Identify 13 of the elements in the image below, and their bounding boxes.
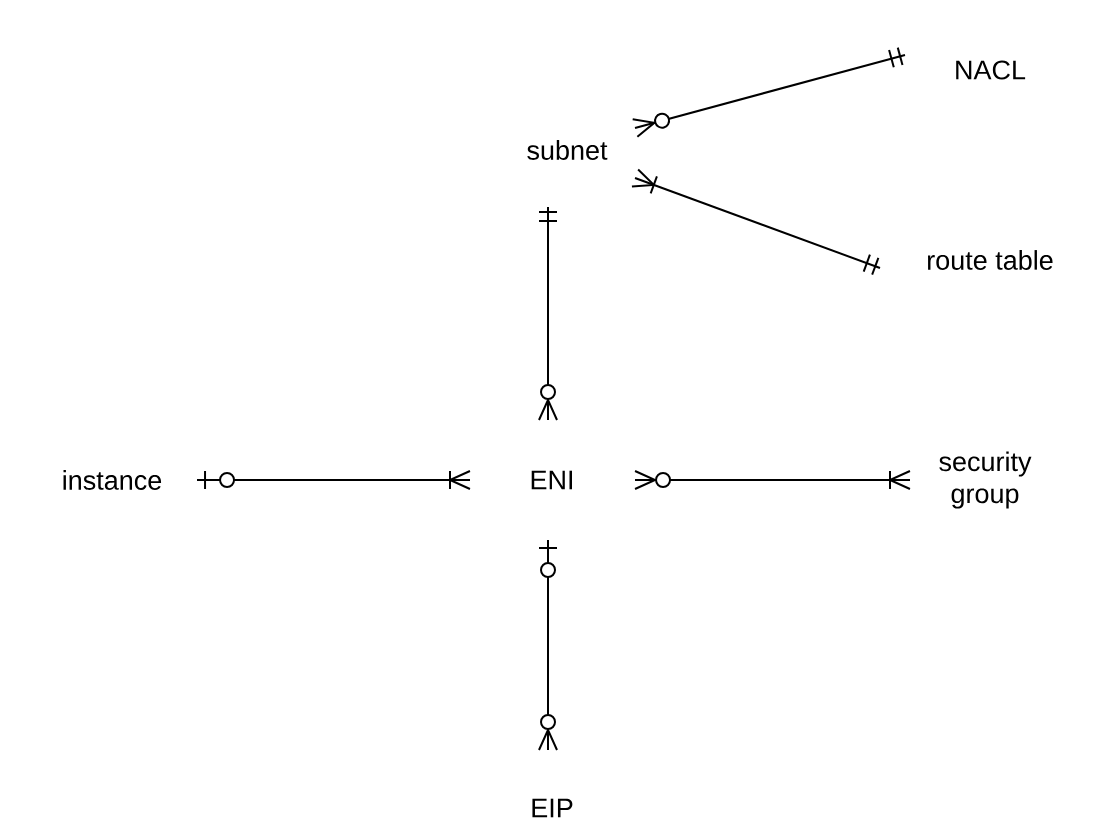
entity-label: subnet bbox=[527, 140, 608, 160]
relationship-line bbox=[538, 539, 558, 751]
entity-label: NACL bbox=[956, 60, 1026, 80]
relationship-line bbox=[538, 206, 558, 421]
entity-label: route table bbox=[928, 250, 1053, 270]
relationship-line bbox=[634, 470, 911, 490]
entity-label: security group bbox=[939, 451, 1032, 509]
relationship-line bbox=[631, 46, 906, 138]
entity-label: instance bbox=[63, 470, 162, 490]
relationship-line bbox=[630, 168, 881, 276]
relationship-line bbox=[196, 470, 471, 490]
entity-label: EIP bbox=[532, 798, 573, 818]
entity-label: ENI bbox=[531, 470, 572, 490]
